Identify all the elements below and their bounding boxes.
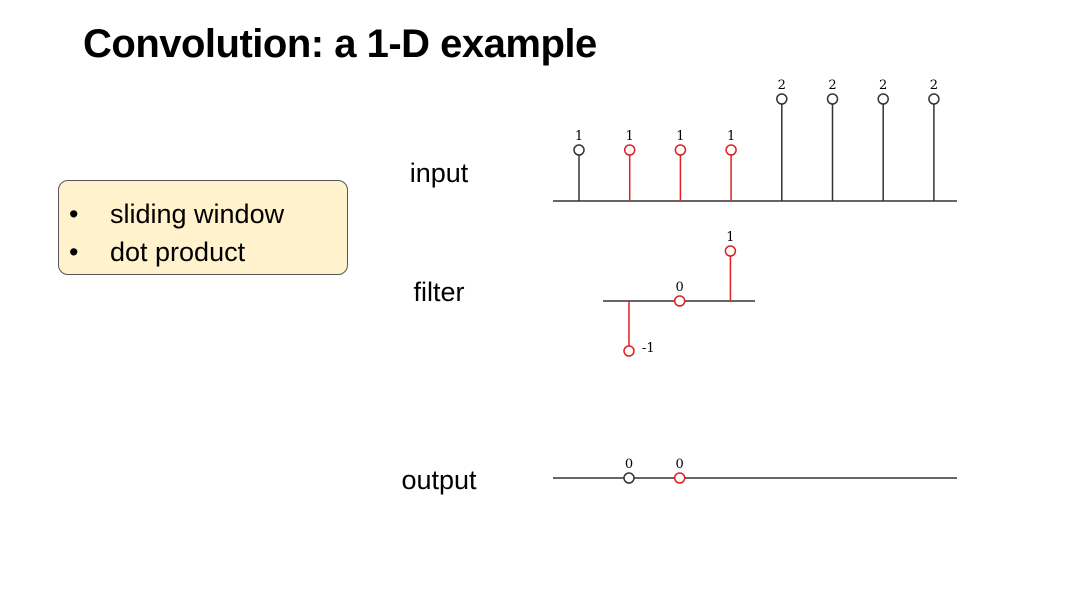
input-value-label-6: 2 bbox=[879, 78, 887, 93]
filter-marker-0 bbox=[623, 345, 635, 357]
input-value-label-1: 1 bbox=[626, 129, 634, 144]
input-marker-3 bbox=[725, 144, 737, 156]
input-marker-4 bbox=[776, 93, 788, 105]
filter-marker-1 bbox=[673, 295, 686, 307]
input-marker-5 bbox=[826, 93, 839, 105]
slide-title: Convolution: a 1-D example bbox=[83, 22, 597, 66]
input-marker-1 bbox=[623, 144, 636, 156]
input-marker-2 bbox=[674, 144, 687, 156]
input-value-label-0: 1 bbox=[575, 129, 583, 144]
output-value-label-1: 0 bbox=[676, 457, 684, 472]
output-marker-0 bbox=[623, 472, 635, 484]
output-value-label-0: 0 bbox=[625, 457, 633, 472]
input-label: input bbox=[409, 158, 469, 188]
key-points-box: sliding window dot product bbox=[58, 180, 348, 275]
input-marker-7 bbox=[928, 93, 940, 105]
bullet-dot-product: dot product bbox=[69, 233, 347, 271]
output-marker-1 bbox=[673, 472, 686, 484]
input-marker-6 bbox=[877, 93, 889, 105]
filter-value-label-0: -1 bbox=[642, 341, 655, 356]
filter-label: filter bbox=[413, 277, 465, 307]
input-marker-0 bbox=[573, 144, 585, 156]
output-label: output bbox=[401, 465, 477, 495]
filter-value-label-2: 1 bbox=[726, 230, 734, 245]
bullet-sliding-window: sliding window bbox=[69, 195, 347, 233]
input-value-label-7: 2 bbox=[930, 78, 938, 93]
filter-value-label-1: 0 bbox=[676, 280, 684, 295]
input-value-label-5: 2 bbox=[828, 78, 836, 93]
input-value-label-2: 1 bbox=[676, 129, 684, 144]
input-value-label-3: 1 bbox=[727, 129, 735, 144]
filter-marker-2 bbox=[724, 245, 737, 257]
input-value-label-4: 2 bbox=[778, 78, 786, 93]
